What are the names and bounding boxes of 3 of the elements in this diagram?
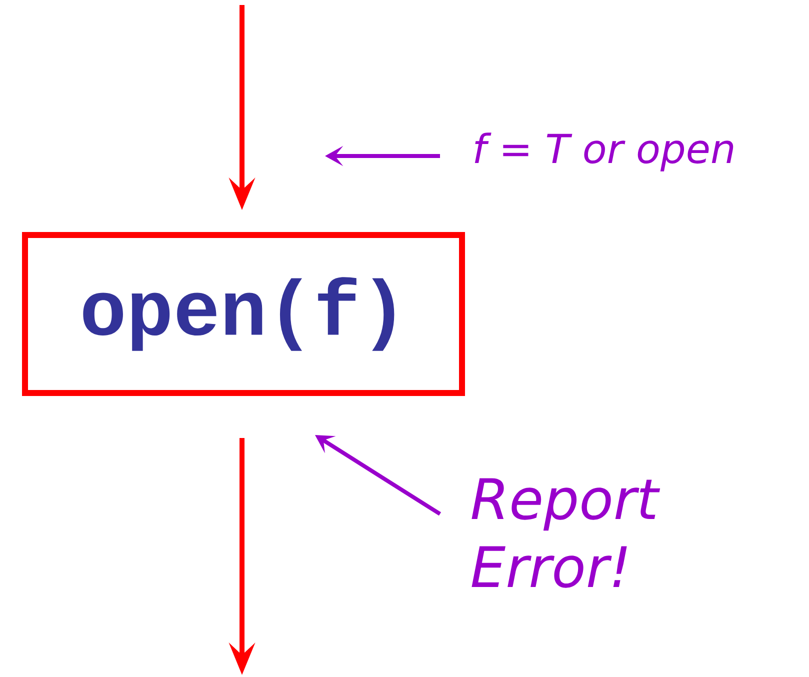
note-text: Report Error! xyxy=(472,478,660,588)
note-text: f = T or open xyxy=(474,132,734,172)
process-box: open(f) xyxy=(22,232,465,396)
